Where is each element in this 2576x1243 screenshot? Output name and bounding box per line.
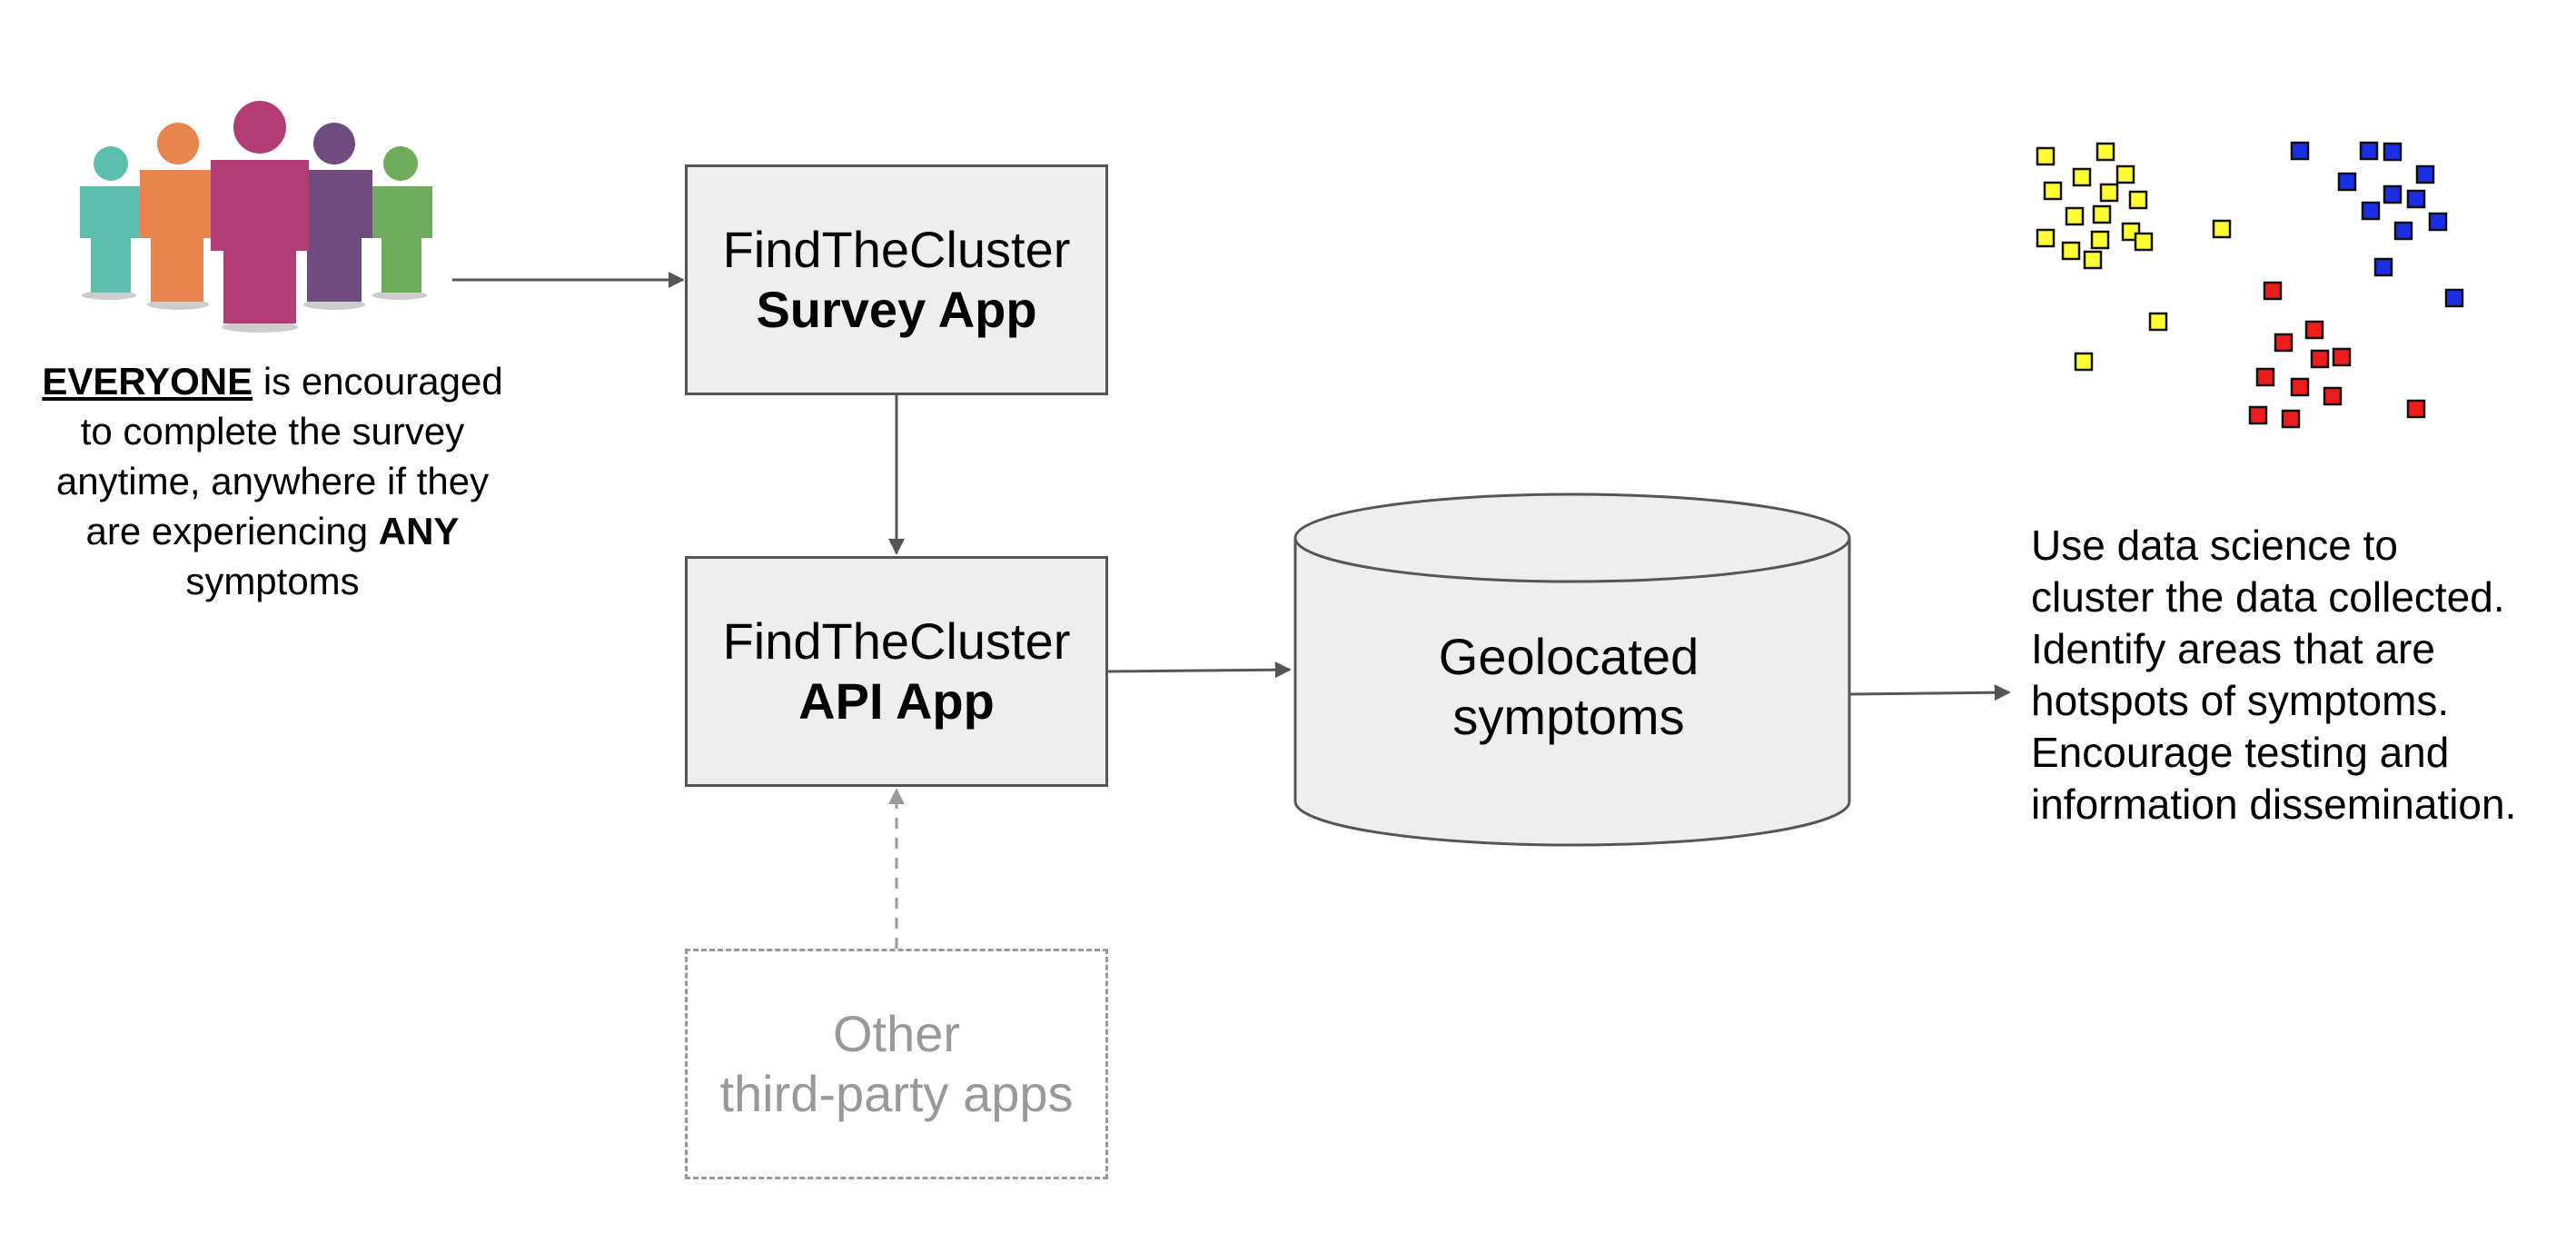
yellow-point <box>2065 206 2085 226</box>
person-orange <box>140 123 214 302</box>
everyone-description: EVERYONE is encouraged to complete the s… <box>18 356 527 606</box>
blue-point <box>2337 172 2357 192</box>
person-purple <box>296 123 372 302</box>
yellow-point <box>2134 232 2154 252</box>
blue-point <box>2383 142 2403 162</box>
blue-point <box>2359 141 2379 161</box>
red-point <box>2323 386 2343 406</box>
database-cylinder <box>1293 492 1851 847</box>
arrow-api-to-db <box>1107 661 1292 679</box>
blue-point <box>2373 257 2393 277</box>
other-apps-subtitle: third-party apps <box>719 1065 1074 1122</box>
cluster-scatter-plot <box>2036 141 2464 429</box>
person-green <box>371 146 432 293</box>
blue-point <box>2428 212 2448 232</box>
yellow-point <box>2083 250 2103 270</box>
database-label-line1: Geolocated <box>1438 628 1699 685</box>
blue-point <box>2383 184 2403 204</box>
everyone-line3: anytime, anywhere if they <box>55 460 490 502</box>
result-line1: Use data science to <box>2031 522 2399 569</box>
survey-app-title: FindTheCluster <box>722 221 1071 278</box>
yellow-point <box>2115 164 2135 184</box>
red-point <box>2304 320 2324 340</box>
red-point <box>2248 405 2268 425</box>
survey-app-subtitle: Survey App <box>756 281 1037 338</box>
yellow-point <box>2212 219 2232 239</box>
red-point <box>2290 377 2310 397</box>
blue-point <box>2444 288 2464 308</box>
yellow-point <box>2092 204 2112 224</box>
blue-point <box>2361 201 2381 221</box>
everyone-line1: is encouraged <box>253 360 503 403</box>
api-app-subtitle: API App <box>798 672 995 730</box>
yellow-point <box>2036 146 2056 166</box>
database-label: Geolocated symptoms <box>1292 627 1846 747</box>
blue-point <box>2415 164 2435 184</box>
yellow-point <box>2072 167 2092 187</box>
api-app-title: FindTheCluster <box>722 612 1071 670</box>
red-point <box>2310 349 2330 369</box>
yellow-point <box>2036 228 2056 248</box>
result-line4: hotspots of symptoms. <box>2031 677 2450 724</box>
other-apps-box: Other third-party apps <box>685 949 1108 1179</box>
yellow-point <box>2099 183 2119 203</box>
api-app-box: FindTheCluster API App <box>685 556 1108 787</box>
red-point <box>2281 409 2301 429</box>
everyone-line2: to complete the survey <box>80 410 465 452</box>
any-emphasis: ANY <box>378 510 460 552</box>
red-point <box>2406 399 2426 419</box>
red-point <box>2263 281 2283 301</box>
everyone-line4: are experiencing <box>85 510 379 552</box>
arrow-db-to-result <box>1848 684 2011 701</box>
result-line6: information dissemination. <box>2031 781 2517 828</box>
yellow-point <box>2061 241 2081 261</box>
yellow-point <box>2128 190 2148 210</box>
yellow-point <box>2043 181 2063 201</box>
database-label-line2: symptoms <box>1452 688 1685 745</box>
people-group-icon <box>80 101 432 333</box>
yellow-point <box>2095 142 2115 162</box>
yellow-point <box>2074 352 2094 372</box>
everyone-emphasis: EVERYONE <box>42 360 253 403</box>
result-line5: Encourage testing and <box>2031 729 2450 776</box>
survey-app-box: FindTheCluster Survey App <box>685 164 1108 395</box>
person-magenta <box>211 101 309 323</box>
blue-point <box>2290 141 2310 161</box>
everyone-line5: symptoms <box>185 560 360 602</box>
yellow-point <box>2090 230 2110 250</box>
data-science-description: Use data science to cluster the data col… <box>2031 520 2576 830</box>
red-point <box>2255 367 2275 387</box>
result-line3: Identify areas that are <box>2031 625 2435 672</box>
yellow-point <box>2148 312 2168 332</box>
person-teal <box>80 146 142 293</box>
result-line2: cluster the data collected. <box>2031 573 2505 621</box>
other-apps-title: Other <box>832 1005 961 1062</box>
blue-point <box>2393 221 2413 241</box>
red-point <box>2274 333 2294 353</box>
red-point <box>2332 347 2352 367</box>
blue-point <box>2406 189 2426 209</box>
